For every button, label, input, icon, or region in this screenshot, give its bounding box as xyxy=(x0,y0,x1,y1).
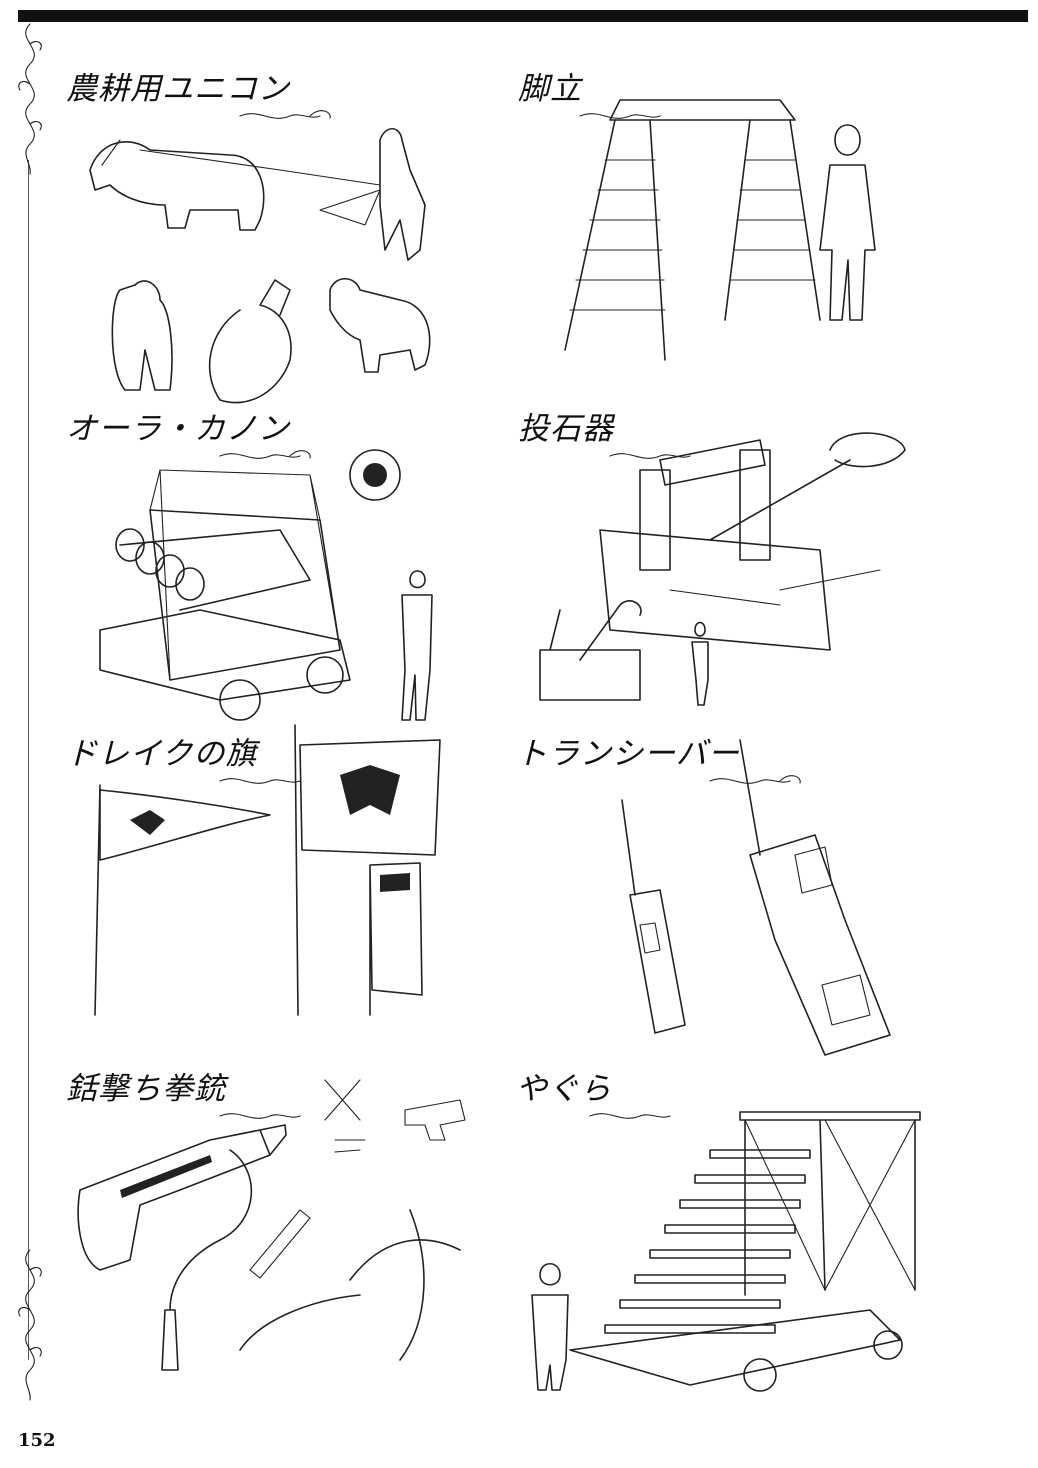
harpoon-pistol-illustration xyxy=(77,1079,466,1371)
yagura-illustration xyxy=(531,1111,921,1392)
title-flourish-icon xyxy=(239,110,331,119)
title-flourish-icon xyxy=(579,113,661,119)
stepladder-illustration xyxy=(564,99,876,361)
margin-rule xyxy=(28,160,29,1360)
entry-title: 脚立 xyxy=(518,71,582,107)
entry-title: 銛撃ち拳銃 xyxy=(66,1071,226,1107)
drake-flag-illustration xyxy=(94,724,441,1016)
entry-title: やぐら xyxy=(516,1071,612,1107)
page-number: 152 xyxy=(18,1430,56,1451)
catapult-illustration xyxy=(539,432,906,706)
entry-title: ドレイクの旗 xyxy=(66,736,258,772)
aura-cannon-illustration xyxy=(99,449,433,721)
title-flourish-icon xyxy=(219,450,311,459)
title-flourish-icon xyxy=(219,1113,301,1119)
vine-ornament-bottom-icon xyxy=(18,1249,42,1401)
title-flourish-icon xyxy=(609,453,691,459)
title-flourish-icon xyxy=(219,778,301,784)
entry-title: 投石器 xyxy=(518,411,614,447)
entry-title: 農耕用ユニコン xyxy=(66,71,290,107)
entry-title: トランシーバー xyxy=(516,736,740,772)
title-flourish-icon xyxy=(589,1113,671,1119)
plow-unicorn-illustration xyxy=(89,127,431,404)
title-flourish-icon xyxy=(709,775,801,784)
entry-title: オーラ・カノン xyxy=(66,411,290,447)
page-header-bar xyxy=(18,10,1028,22)
transceiver-illustration xyxy=(621,739,891,1056)
vine-ornament-top-icon xyxy=(18,23,42,175)
